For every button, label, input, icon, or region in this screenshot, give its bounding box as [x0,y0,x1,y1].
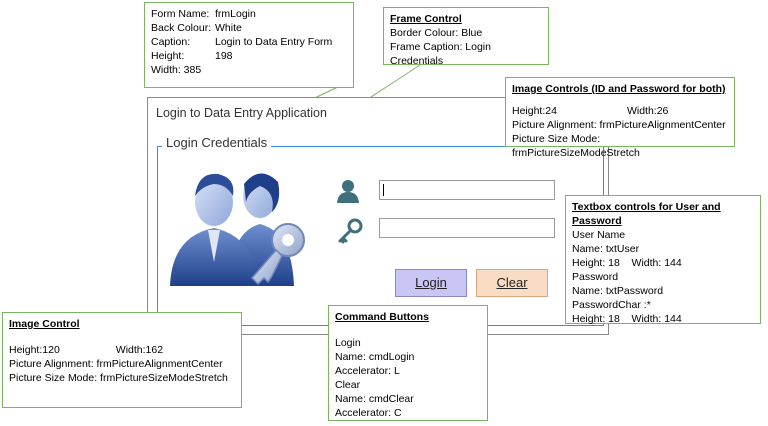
callout-line: Name: cmdClear [335,393,414,405]
user-icon [337,180,359,203]
form-properties-callout: Form Name: frmLogin Back Colour:White Cap… [144,2,354,88]
prop-label: Caption: [151,36,191,48]
text-cursor [383,184,384,196]
prop-label: Width: 385 [151,64,202,76]
callout-line: Accelerator: L [335,365,400,377]
callout-line: Height: 18 Width: 144 [572,257,682,269]
prop-label: Height: [151,50,185,62]
command-buttons-callout: Command Buttons Login Name: cmdLogin Acc… [328,305,488,421]
callout-line: Password [572,271,619,283]
callout-line: Picture Alignment: frmPictureAlignmentCe… [512,119,726,131]
prop-value: frmLogin [215,8,256,20]
size-row: Height:120 Width:162 [9,343,235,357]
callout-title: Frame Control [390,13,462,25]
callout-title: Image Control [9,318,80,330]
textbox-controls-callout: Textbox controls for User and Password U… [565,195,761,325]
callout-line: Frame Caption: Login Credentials [390,41,491,67]
callout-line: Clear [335,379,361,391]
callout-title: Command Buttons [335,311,429,323]
callout-line: Name: txtPassword [572,285,664,297]
form-caption: Login to Data Entry Application [156,106,327,120]
callout-line: Login [335,337,361,349]
height-value: Height:24 [512,105,557,117]
callout-line: Border Colour: Blue [390,27,483,39]
callout-line: Name: cmdLogin [335,351,415,363]
callout-line: User Name [572,229,626,241]
size-row: Height:24 Width:26 [512,104,728,118]
callout-line: Accelerator: C [335,407,402,419]
width-value: Width:26 [626,105,669,117]
callout-line: PasswordChar :* [572,299,651,311]
business-people-image [170,173,305,286]
image-controls-callout: Image Controls (ID and Password for both… [505,77,735,159]
height-value: Height:120 [9,344,60,356]
prop-value: 198 [215,50,233,62]
user-name-input[interactable] [379,180,555,200]
callout-title: Image Controls (ID and Password for both… [512,83,726,95]
callout-line: Name: txtUser [572,243,640,255]
password-input[interactable] [379,218,555,238]
callout-line: Picture Size Mode: frmPictureSizeModeStr… [512,133,640,159]
prop-value: White [215,22,242,34]
callout-line: Picture Alignment: frmPictureAlignmentCe… [9,358,223,370]
callout-title: Textbox controls for User and Password [572,201,721,227]
callout-line: Height: 18 Width: 144 [572,313,682,325]
clear-button[interactable]: Clear [476,269,548,297]
width-value: Width:162 [115,344,164,356]
key-icon [338,218,363,244]
image-control-callout: Image Control Height:120 Width:162 Pictu… [2,312,242,408]
login-button[interactable]: Login [395,269,467,297]
prop-value: Login to Data Entry Form [215,36,333,48]
callout-line: Picture Size Mode: frmPictureSizeModeStr… [9,372,228,384]
frame-control-callout: Frame Control Border Colour: Blue Frame … [383,7,549,67]
prop-label: Back Colour: [151,22,212,34]
frame-caption: Login Credentials [162,135,272,150]
form-properties-grid: Form Name: frmLogin Back Colour:White Cap… [151,7,347,77]
prop-value [215,63,347,77]
prop-label: Form Name: [151,8,210,20]
